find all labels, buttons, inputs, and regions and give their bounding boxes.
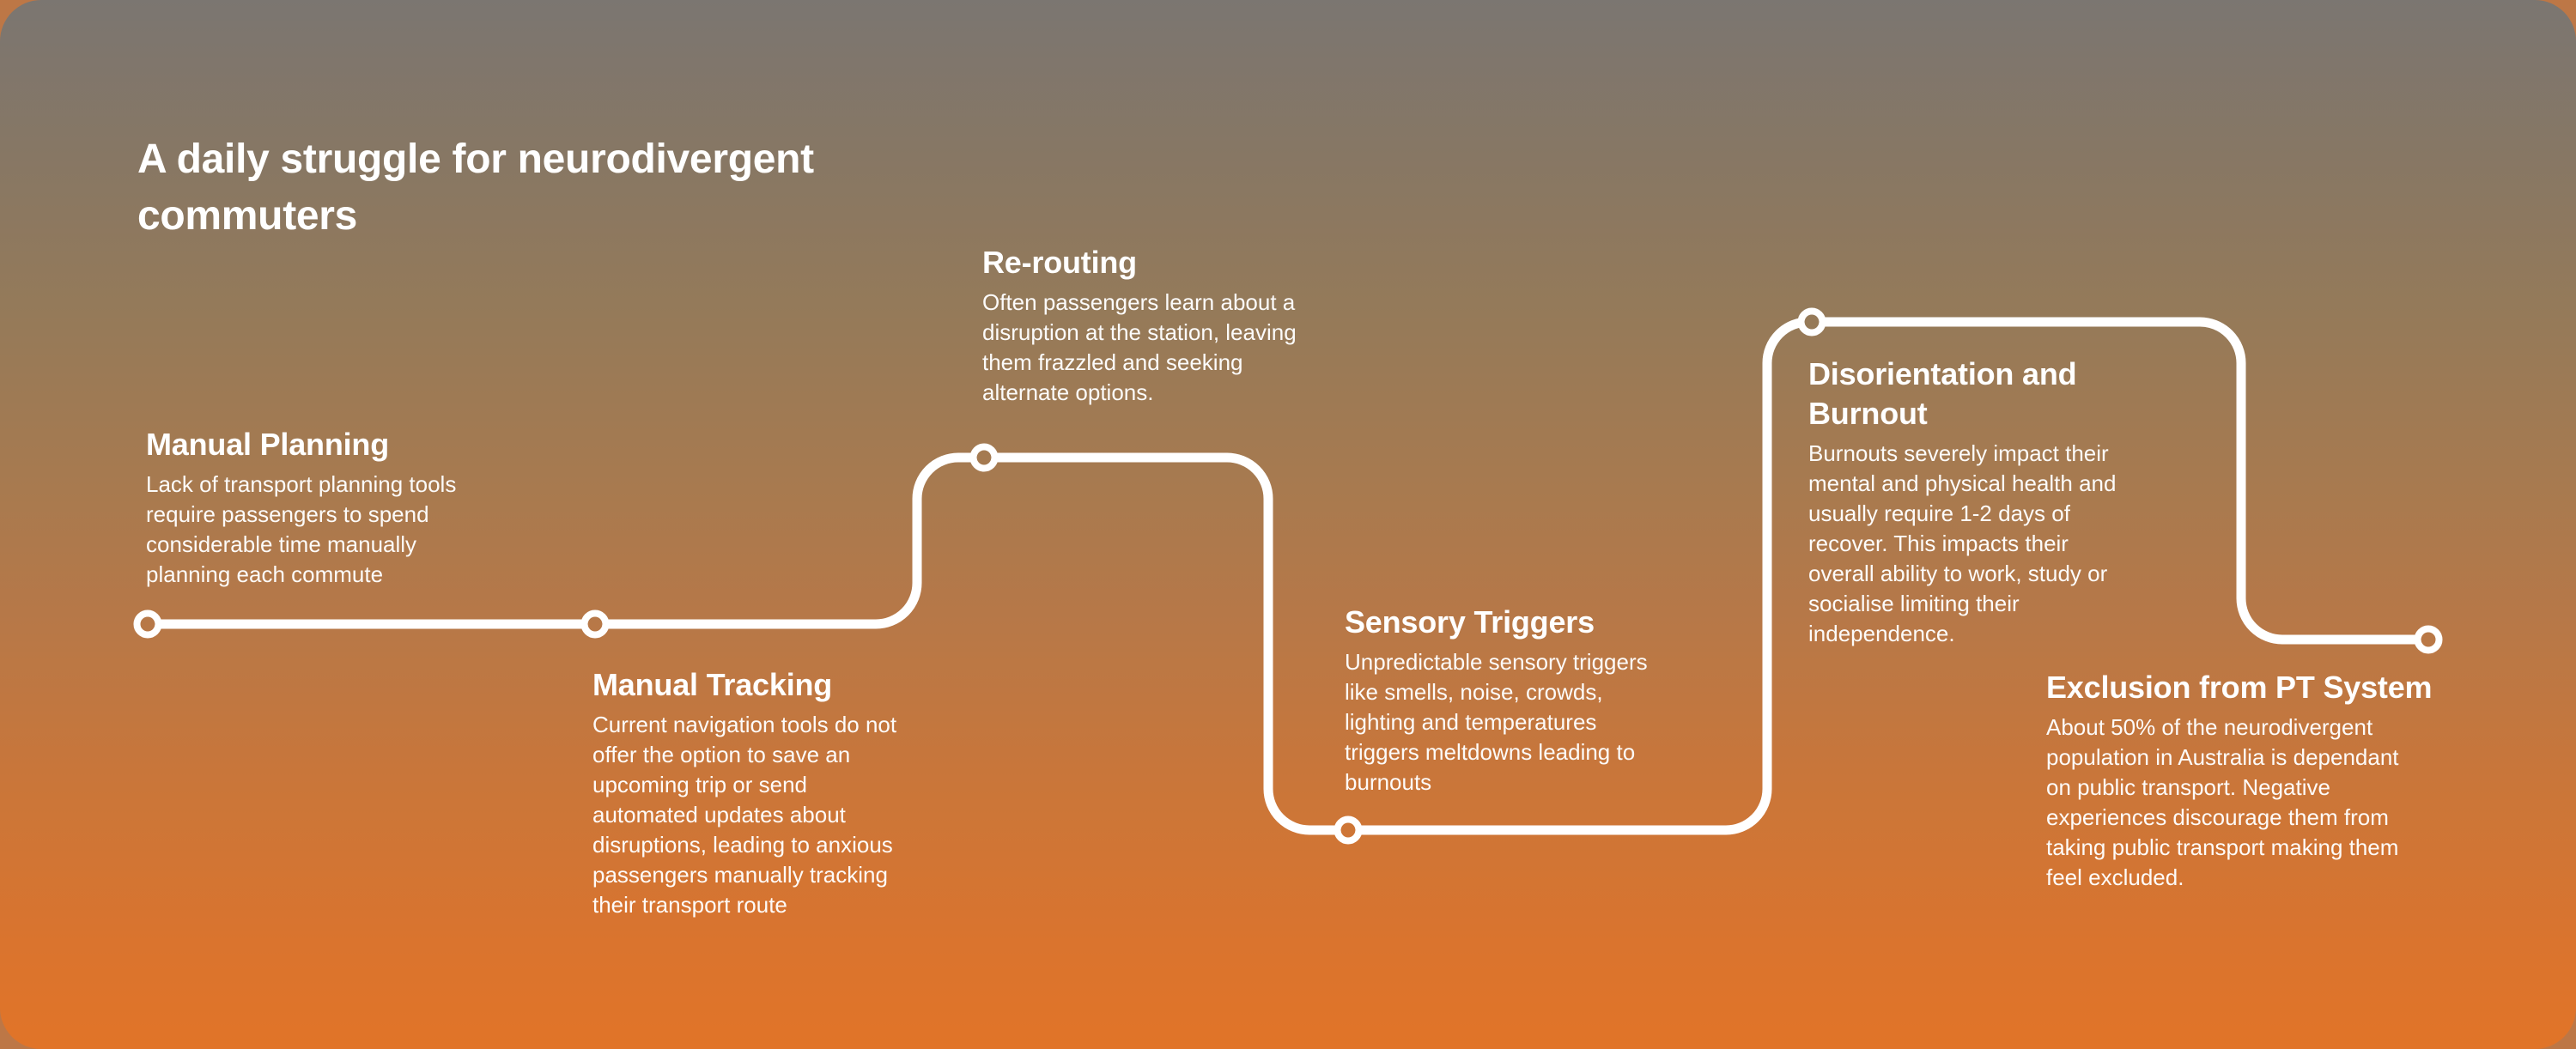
route-nodes xyxy=(133,307,2443,845)
milestone-body: Unpredictable sensory triggers like smel… xyxy=(1345,649,1648,795)
milestone-re-routing: Re-routing Often passengers learn about … xyxy=(982,243,1317,408)
route-line xyxy=(148,317,2428,835)
milestone-title: Exclusion from PT System xyxy=(2046,670,2433,705)
page-title: A daily struggle for neurodivergent comm… xyxy=(137,136,814,239)
milestone-sensory-triggers: Sensory Triggers Unpredictable sensory t… xyxy=(1345,603,1680,797)
path-node-disorientation xyxy=(1797,307,1826,337)
milestone-exclusion-pt-system: Exclusion from PT System About 50% of th… xyxy=(2046,668,2484,893)
milestone-manual-planning: Manual Planning Lack of transport planni… xyxy=(146,425,481,590)
milestone-title: Manual Tracking xyxy=(592,667,833,702)
milestone-manual-tracking: Manual Tracking Current navigation tools… xyxy=(592,665,927,920)
path-node-manual-tracking xyxy=(580,609,610,639)
path-node-re-routing xyxy=(969,443,999,472)
milestone-disorientation-burnout: Disorientation and Burnout Burnouts seve… xyxy=(1808,355,2143,649)
milestone-body: Current navigation tools do not offer th… xyxy=(592,712,897,918)
milestone-body: About 50% of the neurodivergent populati… xyxy=(2046,714,2399,890)
path-node-exclusion xyxy=(2414,625,2443,654)
milestone-body: Burnouts severely impact their mental an… xyxy=(1808,440,2117,646)
milestone-body: Lack of transport planning tools require… xyxy=(146,471,457,587)
milestone-title: Sensory Triggers xyxy=(1345,604,1595,640)
path-node-sensory-triggers xyxy=(1334,816,1363,845)
milestone-body: Often passengers learn about a disruptio… xyxy=(982,289,1297,405)
milestone-title: Manual Planning xyxy=(146,427,390,462)
path-node-manual-planning xyxy=(133,609,162,639)
milestone-title: Re-routing xyxy=(982,245,1137,280)
milestone-title: Disorientation and Burnout xyxy=(1808,356,2077,431)
